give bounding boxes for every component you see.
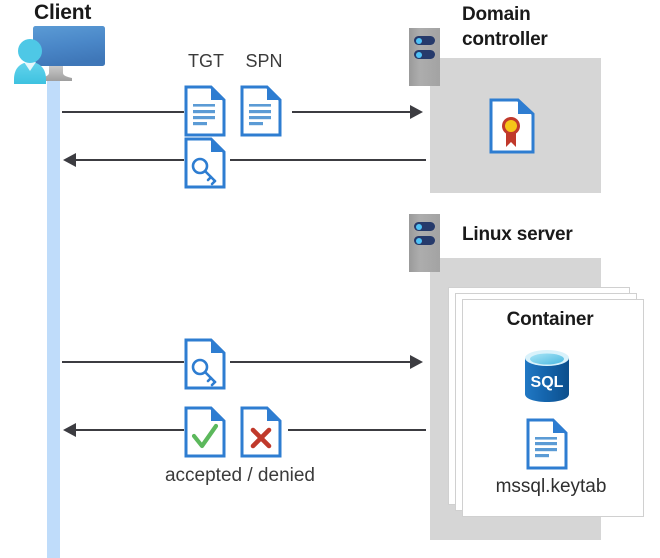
accepted-denied-caption: accepted / denied (164, 465, 315, 486)
tgt-label: TGT (188, 51, 224, 71)
request-key-document-icon (184, 338, 226, 390)
sql-database-icon: SQL (521, 348, 573, 404)
spn-document-icon (240, 85, 282, 137)
message-2-arrowhead-left (62, 152, 76, 168)
linux-server-label: Linux server (462, 224, 573, 245)
message-3-line-right (230, 361, 414, 363)
client-lifeline (47, 78, 60, 558)
linux-server-server-rack-icon (409, 214, 440, 272)
message-4-line-left (75, 429, 184, 431)
message-2-line-left (75, 159, 184, 161)
certificate-icon (489, 98, 535, 154)
container-label: Container (506, 309, 594, 330)
keytab-filename-label: mssql.keytab (495, 476, 607, 497)
message-2-line-right (230, 159, 426, 161)
message-4-arrowhead-left (62, 422, 76, 438)
ticket-key-document-icon (184, 137, 226, 189)
message-3-line-left (62, 361, 184, 363)
container-card-front (462, 299, 644, 517)
keytab-document-icon (526, 418, 568, 470)
message-3-arrowhead-right (410, 354, 424, 370)
tgt-document-icon (184, 85, 226, 137)
denied-document-icon (240, 406, 282, 458)
svg-text:SQL: SQL (531, 374, 564, 391)
message-1-line-left (62, 111, 184, 113)
domain-controller-label-line1: Domain (462, 4, 531, 25)
client-workstation-icon (8, 24, 118, 86)
spn-label: SPN (245, 51, 283, 71)
domain-controller-server-rack-icon (409, 28, 440, 86)
domain-controller-label: Domain controller (462, 2, 642, 52)
message-4-line-right (288, 429, 426, 431)
client-label: Client (34, 1, 92, 24)
message-1-arrowhead-right (410, 104, 424, 120)
accepted-document-icon (184, 406, 226, 458)
message-1-line-right (292, 111, 414, 113)
domain-controller-label-line2: controller (462, 29, 548, 50)
